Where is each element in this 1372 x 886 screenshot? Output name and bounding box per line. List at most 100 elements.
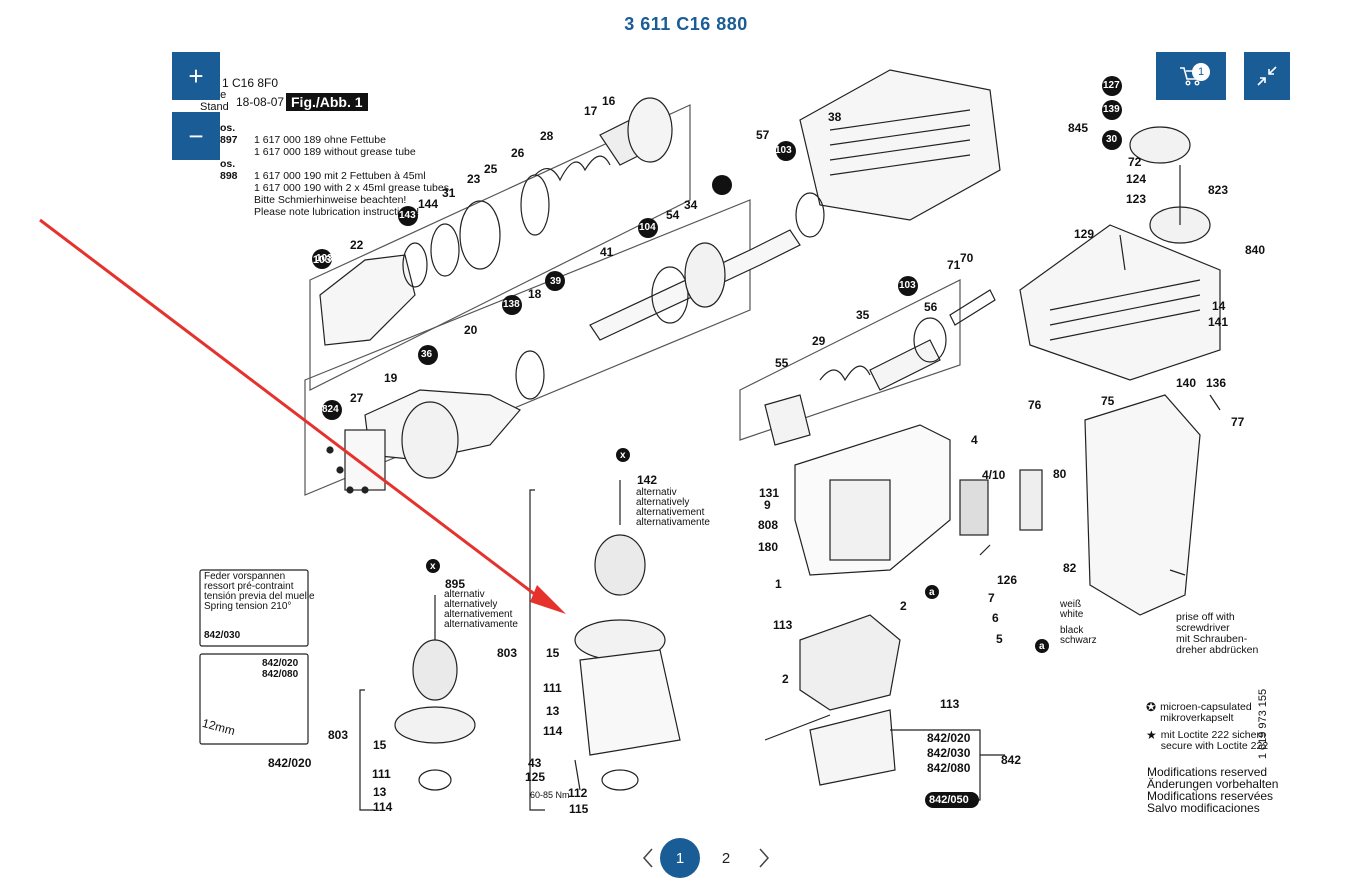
note-line: Salvo modificaciones — [1147, 801, 1260, 815]
part-label: 842/020 — [268, 756, 312, 770]
part-label: 57 — [756, 128, 770, 142]
note-line: mit Schrauben- — [1176, 633, 1248, 645]
part-label: 17 — [584, 104, 598, 118]
cart-button[interactable]: 1 — [1156, 52, 1226, 100]
figure-label: Fig./Abb. 1 — [286, 93, 368, 111]
part-label: 13 — [373, 785, 387, 799]
note-line: prise off with — [1176, 611, 1235, 623]
note-line: alternativ — [636, 487, 677, 498]
part-label: 124 — [1126, 172, 1147, 186]
circled-label: 143 — [399, 210, 416, 221]
note-line: alternatively — [636, 497, 690, 508]
circled-label: 103 — [899, 280, 916, 291]
part-label: 141 — [1208, 315, 1229, 329]
wire-label: weiß — [1060, 599, 1082, 610]
part-label: 38 — [828, 110, 842, 124]
page-button-1[interactable]: 1 — [660, 838, 700, 878]
part-label: 15 — [373, 738, 387, 752]
part-label: 803 — [497, 646, 518, 660]
part-label: 113 — [773, 618, 793, 632]
circled-label: 824 — [322, 404, 339, 415]
part-label: 75 — [1101, 394, 1115, 408]
circled-label: 842/050 — [929, 794, 969, 806]
page-title: 3 611 C16 880 — [624, 14, 748, 34]
wire-label: white — [1060, 609, 1084, 620]
part-label: 111 — [543, 681, 562, 695]
note-line: alternativamente — [636, 517, 710, 528]
unit-mm: 12mm — [200, 715, 237, 739]
part-label: 140 — [1176, 376, 1197, 390]
part-label: 29 — [812, 334, 826, 348]
collapse-button[interactable] — [1244, 52, 1290, 100]
part-label: 842/080 — [927, 761, 971, 775]
part-label: 70 — [960, 251, 974, 265]
part-label: 20 — [464, 323, 478, 337]
part-label: 129 — [1074, 227, 1095, 241]
circled-label: 138 — [503, 299, 520, 310]
modifications-note: Modifications reserved Änderungen vorbeh… — [1147, 766, 1278, 814]
part-label: 31 — [442, 186, 456, 200]
stand-label: Stand — [200, 101, 229, 113]
part-label: 15 — [546, 646, 560, 660]
chevron-right-icon — [759, 848, 770, 868]
part-label: 115 — [569, 802, 589, 816]
part-label: 123 — [1126, 192, 1147, 206]
note-line: alternatively — [444, 599, 498, 610]
part-label: 9 — [764, 498, 771, 512]
part-label: 125 — [525, 770, 546, 784]
part-label: 7 — [988, 591, 995, 605]
model-code: 1 C16 8F0 — [222, 76, 279, 90]
note-line: dreher abdrücken — [1176, 644, 1259, 656]
part-label: 82 — [1063, 561, 1077, 575]
note-line: alternativement — [636, 507, 705, 518]
part-label: 2 — [900, 599, 907, 613]
part-label: 28 — [540, 129, 554, 143]
circled-label: 30 — [1106, 134, 1118, 145]
part-label: 114 — [373, 800, 393, 814]
document-number: 1 619 973 155 — [1257, 688, 1270, 760]
part-label: 136 — [1206, 376, 1227, 390]
wire-label: schwarz — [1060, 635, 1097, 646]
part-label: 22 — [350, 238, 364, 252]
note-line: Modifications reservées — [1147, 789, 1274, 803]
circled-label: 104 — [639, 222, 656, 233]
collapse-icon — [1257, 66, 1277, 86]
zoom-out-button[interactable]: − — [172, 112, 220, 160]
part-label: 26 — [511, 146, 525, 160]
part-label: 55 — [775, 356, 789, 370]
part-label: 6 — [992, 611, 999, 625]
part-label: 23 — [467, 172, 481, 186]
part-label: 1 — [775, 577, 782, 591]
circled-label: a — [929, 587, 935, 598]
wire-label: black — [1060, 625, 1084, 636]
part-label: 808 — [758, 518, 779, 532]
prev-page-button[interactable] — [636, 838, 660, 878]
page-button-2[interactable]: 2 — [721, 849, 731, 867]
spring-tension-note: Feder vorspannen ressort pré-contraint t… — [204, 572, 315, 612]
part-label: 72 — [1128, 155, 1142, 169]
circled-label: x — [620, 450, 626, 461]
part-label: 845 — [1068, 121, 1089, 135]
note-line: alternativamente — [444, 619, 518, 630]
part-label: 180 — [758, 540, 779, 554]
torque-label: 60-85 Nm — [530, 790, 570, 800]
zoom-in-button[interactable]: + — [172, 52, 220, 100]
part-label: 840 — [1245, 243, 1266, 257]
part-label: 54 — [666, 208, 680, 222]
part-label: 19 — [384, 371, 398, 385]
part-label: 842/030 — [204, 630, 241, 641]
part-label: 142 — [637, 473, 658, 487]
next-page-button[interactable] — [752, 838, 776, 878]
part-label: 126 — [997, 573, 1018, 587]
part-label: 77 — [1231, 415, 1245, 429]
part-label: 80 — [1053, 467, 1067, 481]
part-label: 56 — [924, 300, 938, 314]
plus-icon: + — [188, 61, 204, 91]
alternative-note-right: alternativ alternatively alternativement… — [636, 488, 710, 528]
part-label: 803 — [328, 728, 349, 742]
